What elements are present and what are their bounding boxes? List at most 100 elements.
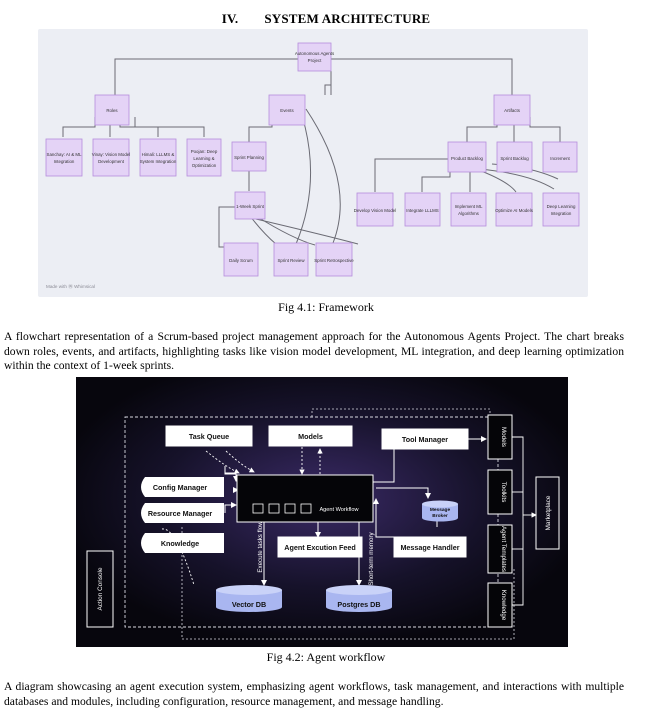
models-box: Models <box>268 425 353 447</box>
node-increment-label: Increment <box>550 156 570 161</box>
node-implement-ml-line1: Implement ML <box>455 204 483 209</box>
task-queue-box: Task Queue <box>165 425 253 447</box>
message-broker: Message Broker <box>422 500 458 522</box>
node-sprint-review-label: Sprint Review <box>277 258 305 263</box>
node-increment: Increment <box>542 141 578 173</box>
action-console-box: Action Console <box>86 550 114 628</box>
node-roles: Roles <box>94 94 130 126</box>
agent-workflow-figure: Task Queue Models Tool Manager Config Ma… <box>76 377 568 647</box>
node-role-poojan-line2: Learning & <box>193 156 214 161</box>
node-sprint-planning: Sprint Planning <box>231 141 267 172</box>
node-root-line2: Project <box>308 58 322 63</box>
node-sprint-backlog: Sprint Backlog <box>496 141 533 173</box>
node-sprint-retrospective: Sprint Retrospective <box>314 242 354 277</box>
paragraph-framework: A flowchart representation of a Scrum-ba… <box>4 330 624 373</box>
node-role-himali: Himali: LLLMS & System Integration <box>139 138 177 177</box>
node-artifacts-label: Artifacts <box>504 108 521 113</box>
node-role-poojan-line3: Optimization <box>192 163 217 168</box>
side-item-models-box <box>487 414 513 460</box>
node-one-week-sprint-label: 1-Week Sprint <box>236 204 265 209</box>
node-role-sanchay-line1: Sanchay: AI & ML <box>47 152 82 157</box>
node-optimize-ai-models-label: Optimize AI Models <box>495 208 534 213</box>
node-integrate-lllms-label: Integrate LLLMS <box>406 208 439 213</box>
framework-diagram: Autonomous Agents Project Roles Events A… <box>45 42 580 290</box>
node-sprint-backlog-label: Sprint Backlog <box>500 156 529 161</box>
figure2-caption: Fig 4.2: Agent workflow <box>266 650 386 664</box>
node-develop-vision-model-label: Develop Vision Model <box>354 208 396 213</box>
agent-execution-feed-label: Agent Excution Feed <box>284 543 355 552</box>
node-role-poojan: Poojan: Deep Learning & Optimization <box>186 138 222 177</box>
section-heading: IV. SYSTEM ARCHITECTURE <box>0 11 652 27</box>
node-role-himali-line1: Himali: LLLMS & <box>142 152 175 157</box>
models-label: Models <box>298 432 323 441</box>
message-broker-line2: Broker <box>432 513 448 519</box>
node-product-backlog: Product Backlog <box>447 141 487 173</box>
node-artifacts: Artifacts <box>493 94 531 126</box>
side-item-agent-templates: Agent Templates <box>500 526 507 572</box>
node-one-week-sprint: 1-Week Sprint <box>234 191 266 220</box>
node-deep-learning-integration-line2: Integration <box>551 211 572 216</box>
vector-db-label: Vector DB <box>232 600 266 609</box>
message-handler-label: Message Handler <box>400 543 459 552</box>
node-product-backlog-label: Product Backlog <box>451 156 484 161</box>
knowledge-label: Knowledge <box>161 539 199 548</box>
side-item-toolkits-box <box>487 469 513 515</box>
node-deep-learning-integration: Deep Learning Integration <box>542 192 580 227</box>
vector-db: Vector DB <box>216 585 282 612</box>
node-role-poojan-line1: Poojan: Deep <box>191 149 218 154</box>
system-boundary <box>124 416 499 628</box>
node-deep-learning-integration-line1: Deep Learning <box>547 204 576 209</box>
node-daily-scrum: Daily Scrum <box>223 242 259 277</box>
node-develop-vision-model: Develop Vision Model <box>354 192 396 227</box>
node-role-sanchay-line2: Integration <box>54 159 75 164</box>
resource-manager-label: Resource Manager <box>148 509 213 518</box>
node-events-label: Events <box>280 108 294 113</box>
side-item-knowledge-box <box>487 582 513 628</box>
agent-workflow-diagram: Task Queue Models Tool Manager Config Ma… <box>76 377 568 647</box>
task-queue-label: Task Queue <box>189 432 229 441</box>
marketplace-box: Marketplace <box>535 476 560 550</box>
execute-tasks-flow-label: Execute tasks flow <box>257 521 264 573</box>
agent-workflow-box: Agent Workflow <box>236 474 374 523</box>
side-item-models: Models <box>500 427 507 447</box>
message-handler-box: Message Handler <box>393 536 467 558</box>
node-sprint-retrospective-label: Sprint Retrospective <box>314 258 354 263</box>
agent-execution-feed-box: Agent Excution Feed <box>277 536 363 558</box>
side-item-knowledge: Knowledge <box>500 590 507 621</box>
node-root: Autonomous Agents Project <box>295 42 335 72</box>
message-broker-line1: Message <box>430 507 451 513</box>
resource-manager-box: Resource Manager <box>141 503 224 523</box>
node-implement-ml: Implement ML Algorithms <box>450 192 487 227</box>
postgres-db: Postgres DB <box>326 585 392 612</box>
config-manager-label: Config Manager <box>153 483 208 492</box>
short-term-memory-label: Short-term memory <box>368 531 375 585</box>
section-number: IV. <box>221 11 239 26</box>
figure1-caption: Fig 4.1: Framework <box>278 300 374 314</box>
paragraph-agent-workflow: A diagram showcasing an agent execution … <box>4 680 624 708</box>
whimsical-watermark: Made with Ⓦ Whimsical <box>46 283 95 290</box>
node-sprint-review: Sprint Review <box>273 242 309 277</box>
node-sprint-planning-label: Sprint Planning <box>234 155 264 160</box>
side-item-toolkits: Toolkits <box>500 482 507 503</box>
node-role-vinay: Vinay: Vision Model Development <box>92 138 130 177</box>
node-optimize-ai-models: Optimize AI Models <box>495 192 534 227</box>
config-manager-box: Config Manager <box>141 477 224 497</box>
node-role-sanchay: Sanchay: AI & ML Integration <box>45 138 83 177</box>
node-integrate-lllms: Integrate LLLMS <box>404 192 441 227</box>
knowledge-box: Knowledge <box>141 533 224 553</box>
node-role-vinay-line2: Development <box>98 159 125 164</box>
node-roles-label: Roles <box>106 108 118 113</box>
postgres-db-label: Postgres DB <box>337 600 380 609</box>
node-role-himali-line2: System Integration <box>140 159 177 164</box>
node-daily-scrum-label: Daily Scrum <box>229 258 253 263</box>
section-title: SYSTEM ARCHITECTURE <box>264 11 431 26</box>
node-role-vinay-line1: Vinay: Vision Model <box>92 152 130 157</box>
marketplace-label: Marketplace <box>545 495 552 530</box>
node-events: Events <box>268 94 306 126</box>
tool-manager-label: Tool Manager <box>402 435 448 444</box>
node-root-line1: Autonomous Agents <box>295 51 335 56</box>
node-implement-ml-line2: Algorithms <box>458 211 480 216</box>
action-console-label: Action Console <box>97 567 104 610</box>
side-item-agent-templates-box <box>487 524 513 574</box>
framework-figure: Autonomous Agents Project Roles Events A… <box>38 29 588 297</box>
